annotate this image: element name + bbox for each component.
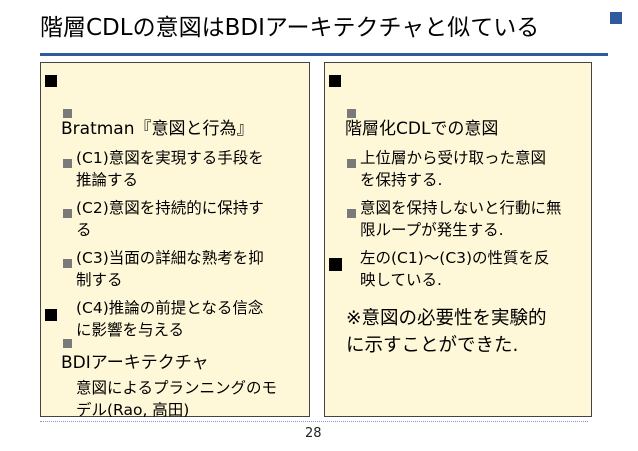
cdl-intent-heading: 階層化CDLでの意図 bbox=[329, 69, 498, 165]
emphasis-item: ※意図の必要性を実験的 に示すことができた. bbox=[329, 251, 547, 386]
square-bullet-icon bbox=[347, 159, 356, 168]
square-bullet-icon bbox=[63, 209, 72, 218]
bratman-heading-text: Bratman『意図と行為』 bbox=[61, 119, 254, 139]
c1-text: (C1)意図を実現する手段を 推論する bbox=[76, 149, 264, 189]
emphasis-text: ※意図の必要性を実験的 に示すことができた. bbox=[346, 308, 547, 356]
footer-rule bbox=[40, 421, 588, 422]
c3-item: (C3)当面の詳細な熟考を抑 制する bbox=[63, 203, 264, 313]
bdi-heading: BDIアーキテクチャ bbox=[45, 303, 209, 399]
right-sub2-text: 意図を保持しないと行動に無 限ループが発生する. bbox=[360, 199, 562, 239]
slide-title: 階層CDLの意図はBDIアーキテクチャと似ている bbox=[40, 15, 540, 41]
left-box: Bratman『意図と行為』 (C1)意図を実現する手段を 推論する (C2)意… bbox=[40, 62, 310, 419]
right-sub3-text: 左の(C1)〜(C3)の性質を反 映している. bbox=[360, 249, 550, 289]
c4-item: (C4)推論の前提となる信念 に影響を与える bbox=[63, 253, 263, 363]
right-sub1: 上位層から受け取った意図 を保持する. bbox=[347, 103, 546, 213]
c4-text: (C4)推論の前提となる信念 に影響を与える bbox=[76, 299, 264, 339]
cdl-intent-heading-text: 階層化CDLでの意図 bbox=[345, 119, 499, 139]
bdi-sub-text: 意図によるプランニングのモ デル(Rao, 高田) bbox=[76, 379, 278, 419]
c2-text: (C2)意図を持続的に保持す る bbox=[76, 199, 264, 239]
right-sub3: 左の(C1)〜(C3)の性質を反 映している. bbox=[347, 203, 550, 313]
c1-item: (C1)意図を実現する手段を 推論する bbox=[63, 103, 264, 213]
square-bullet-icon bbox=[347, 109, 356, 118]
square-bullet-icon bbox=[347, 209, 356, 218]
square-bullet-icon bbox=[63, 339, 72, 348]
slide-corner-mark bbox=[610, 12, 622, 24]
right-box: 階層化CDLでの意図 上位層から受け取った意図 を保持する. 意図を保持しないと… bbox=[324, 62, 592, 417]
c2-item: (C2)意図を持続的に保持す る bbox=[63, 153, 264, 263]
page-number: 28 bbox=[305, 426, 322, 441]
square-bullet-icon bbox=[329, 258, 342, 271]
right-sub1-text: 上位層から受け取った意図 を保持する. bbox=[360, 149, 547, 189]
square-bullet-icon bbox=[63, 259, 72, 268]
right-sub2: 意図を保持しないと行動に無 限ループが発生する. bbox=[347, 153, 562, 263]
square-bullet-icon bbox=[63, 109, 72, 118]
c3-text: (C3)当面の詳細な熟考を抑 制する bbox=[76, 249, 264, 289]
bdi-sub-item: 意図によるプランニングのモ デル(Rao, 高田) bbox=[63, 333, 277, 443]
bratman-heading: Bratman『意図と行為』 bbox=[45, 69, 254, 165]
bdi-heading-text: BDIアーキテクチャ bbox=[61, 353, 209, 373]
title-underline bbox=[40, 53, 608, 56]
square-bullet-icon bbox=[329, 75, 341, 87]
square-bullet-icon bbox=[63, 159, 72, 168]
square-bullet-icon bbox=[45, 309, 57, 321]
square-bullet-icon bbox=[45, 75, 57, 87]
